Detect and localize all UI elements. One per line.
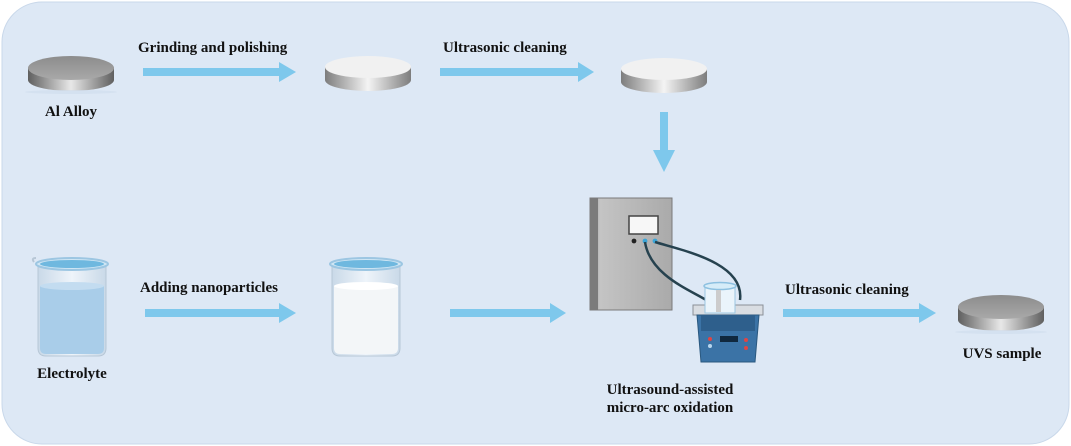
ultrasonic-cleaning-label-1: Ultrasonic cleaning xyxy=(443,40,567,56)
arrow-ultrasonic-2-icon xyxy=(783,303,936,323)
arrow-ultrasonic-1-icon xyxy=(440,62,594,82)
bath-beaker-icon xyxy=(703,281,737,314)
cable-icon xyxy=(654,240,742,301)
uamao-label-line2: micro-arc oxidation xyxy=(606,400,734,416)
arrow-down-icon xyxy=(653,112,675,172)
arrow-to-mao-icon xyxy=(450,303,566,323)
uvs-sample-label: UVS sample xyxy=(962,346,1042,362)
uamao-label-line1: Ultrasound-assisted xyxy=(606,382,734,398)
polished-disk-icon xyxy=(325,56,411,91)
grinding-label: Grinding and polishing xyxy=(138,40,288,56)
arrow-nanoparticles-icon xyxy=(145,303,296,323)
power-supply-cabinet-icon xyxy=(589,197,673,311)
electrolyte-label: Electrolyte xyxy=(37,366,107,382)
electrolyte-beaker-icon xyxy=(31,257,109,357)
uvs-sample-disk-icon xyxy=(958,295,1044,331)
cleaned-disk-icon xyxy=(621,58,707,93)
ultrasonic-bath-icon xyxy=(692,304,764,363)
nanoparticle-beaker-icon xyxy=(329,257,403,357)
cable-icon xyxy=(643,241,707,302)
ultrasonic-cleaning-label-2: Ultrasonic cleaning xyxy=(785,282,909,298)
arrow-grinding-icon xyxy=(143,62,296,82)
al-alloy-label: Al Alloy xyxy=(44,104,98,120)
al-alloy-disk-icon xyxy=(28,56,114,91)
adding-nanoparticles-label: Adding nanoparticles xyxy=(140,280,278,296)
